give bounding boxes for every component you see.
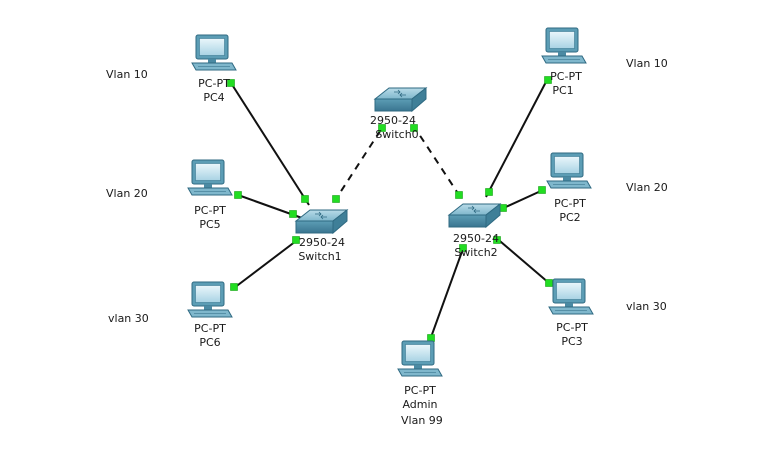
pc-icon: [541, 27, 587, 64]
pc5-model-label: PC-PT: [194, 204, 226, 217]
port-indicator-admin-switch2-b: [459, 244, 467, 252]
vlan-label-pc5: Vlan 20: [106, 187, 148, 200]
admin-name-label: Admin: [402, 398, 437, 411]
pc6-name-label: PC6: [199, 336, 220, 349]
switch1-name-label: Switch1: [298, 250, 341, 263]
switch-icon: [448, 203, 501, 228]
port-indicator-pc2-switch2-a: [538, 186, 546, 194]
port-indicator-pc2-switch2-b: [499, 204, 507, 212]
port-indicator-pc5-switch1-a: [234, 191, 242, 199]
ports-layer: [227, 76, 553, 342]
pc-icon: [548, 278, 594, 315]
pc1-model-label: PC-PT: [550, 70, 582, 83]
link-switch0-switch2[interactable]: [412, 124, 462, 199]
devices-layer: PC-PTPC4PC-PTPC5PC-PTPC6PC-PTPC1PC-PTPC2…: [187, 27, 594, 411]
pc6-model-label: PC-PT: [194, 322, 226, 335]
pc-icon: [187, 281, 233, 318]
port-indicator-switch1-switch0-b: [378, 124, 386, 132]
switch0-model-label: 2950-24: [370, 114, 416, 127]
vlan-label-pc6: vlan 30: [108, 312, 149, 325]
link-pc3-switch2[interactable]: [493, 235, 550, 284]
vlan-label-admin: Vlan 99: [401, 414, 443, 427]
port-indicator-switch0-switch2-b: [455, 191, 463, 199]
admin-model-label: PC-PT: [404, 384, 436, 397]
port-indicator-switch0-switch2-a: [410, 124, 418, 132]
switch-icon: [374, 87, 427, 112]
vlan-label-pc4: Vlan 10: [106, 68, 148, 81]
link-pc6-switch1[interactable]: [233, 237, 301, 289]
switch0-name-label: Switch0: [375, 128, 418, 141]
link-admin-switch2[interactable]: [429, 245, 465, 341]
vlan-labels-layer: Vlan 10 Vlan 20 vlan 30 Vlan 10 Vlan 20 vlan …: [106, 57, 668, 427]
port-indicator-admin-switch2-a: [427, 334, 435, 342]
switch2-name-label: Switch2: [454, 246, 497, 259]
link-pc1-switch2[interactable]: [485, 77, 549, 198]
port-indicator-pc6-switch1-a: [230, 283, 238, 291]
pc3-model-label: PC-PT: [556, 321, 588, 334]
switch1-model-label: 2950-24: [299, 236, 345, 249]
pc4-name-label: PC4: [203, 91, 224, 104]
pc-icon: [546, 152, 592, 189]
pc1-name-label: PC1: [552, 84, 573, 97]
port-indicator-pc3-switch2-b: [493, 236, 501, 244]
port-indicator-switch1-switch0-a: [332, 195, 340, 203]
pc2-model-label: PC-PT: [554, 197, 586, 210]
port-indicator-pc5-switch1-b: [289, 210, 297, 218]
link-switch1-switch0[interactable]: [333, 124, 385, 203]
pc5-name-label: PC5: [199, 218, 220, 231]
port-indicator-pc4-switch1-b: [301, 195, 309, 203]
pc2-name-label: PC2: [559, 211, 580, 224]
links-layer: [230, 77, 550, 341]
pc4-model-label: PC-PT: [198, 77, 230, 90]
port-indicator-pc4-switch1-a: [227, 79, 235, 87]
vlan-label-pc1: Vlan 10: [626, 57, 668, 70]
link-pc4-switch1[interactable]: [230, 82, 310, 206]
vlan-label-pc3: vlan 30: [626, 300, 667, 313]
pc3-name-label: PC3: [561, 335, 582, 348]
pc-icon: [191, 34, 237, 71]
port-indicator-pc1-switch2-a: [544, 76, 552, 84]
vlan-label-pc2: Vlan 20: [626, 181, 668, 194]
switch2-model-label: 2950-24: [453, 232, 499, 245]
switch-icon: [295, 209, 348, 234]
port-indicator-pc3-switch2-a: [545, 279, 553, 287]
pc-icon: [187, 159, 233, 196]
pc-icon: [397, 340, 443, 377]
port-indicator-pc6-switch1-b: [292, 236, 300, 244]
port-indicator-pc1-switch2-b: [485, 188, 493, 196]
